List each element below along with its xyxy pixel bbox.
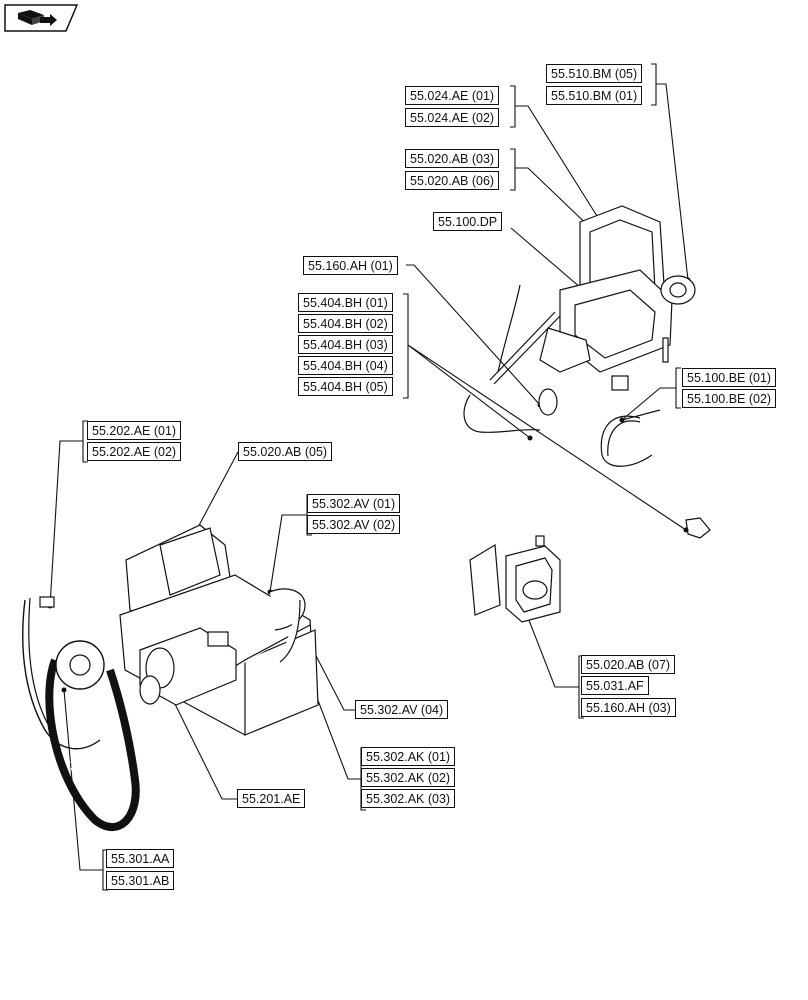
part-label[interactable]: 55.020.AB (05) (238, 442, 333, 461)
part-label[interactable]: 55.100.BE (01) (682, 368, 777, 387)
part-label[interactable]: 55.404.BH (02) (298, 314, 393, 333)
part-label[interactable]: 55.100.DP (433, 212, 503, 231)
part-label[interactable]: 55.302.AK (03) (361, 789, 456, 808)
part-label[interactable]: 55.020.AB (03) (405, 149, 500, 168)
part-label[interactable]: 55.020.AB (06) (405, 171, 500, 190)
relay-module-drawing (469, 535, 561, 623)
part-label[interactable]: 55.301.AA (106, 849, 175, 868)
part-label[interactable]: 55.160.AH (03) (581, 698, 676, 717)
part-label[interactable]: 55.302.AK (02) (361, 768, 456, 787)
part-label[interactable]: 55.201.AE (237, 789, 306, 808)
part-label[interactable]: 55.510.BM (05) (546, 64, 643, 83)
part-label[interactable]: 55.404.BH (04) (298, 356, 393, 375)
part-label[interactable]: 55.404.BH (05) (298, 377, 393, 396)
part-label[interactable]: 55.404.BH (03) (298, 335, 393, 354)
belt-drawing (22, 596, 140, 831)
part-label[interactable]: 55.404.BH (01) (298, 293, 393, 312)
part-label[interactable]: 55.031.AF (581, 676, 649, 695)
part-label[interactable]: 55.100.BE (02) (682, 389, 777, 408)
upper-harness-drawing (463, 284, 711, 539)
part-label[interactable]: 55.302.AV (01) (307, 494, 401, 513)
part-label[interactable]: 55.302.AV (02) (307, 515, 401, 534)
part-label[interactable]: 55.302.AV (04) (355, 700, 449, 719)
part-label[interactable]: 55.202.AE (02) (87, 442, 182, 461)
part-label[interactable]: 55.024.AE (01) (405, 86, 500, 105)
part-label[interactable]: 55.510.BM (01) (546, 86, 643, 105)
part-label[interactable]: 55.020.AB (07) (581, 655, 676, 674)
control-module-drawing (538, 205, 696, 416)
starter-drawing (139, 627, 237, 706)
part-label[interactable]: 55.202.AE (01) (87, 421, 182, 440)
part-label[interactable]: 55.160.AH (01) (303, 256, 398, 275)
leader-lines (49, 63, 689, 891)
nav-badge[interactable] (4, 4, 78, 32)
part-label[interactable]: 55.302.AK (01) (361, 747, 456, 766)
part-label[interactable]: 55.024.AE (02) (405, 108, 500, 127)
part-label[interactable]: 55.301.AB (106, 871, 175, 890)
book-arrow-icon (18, 10, 57, 26)
